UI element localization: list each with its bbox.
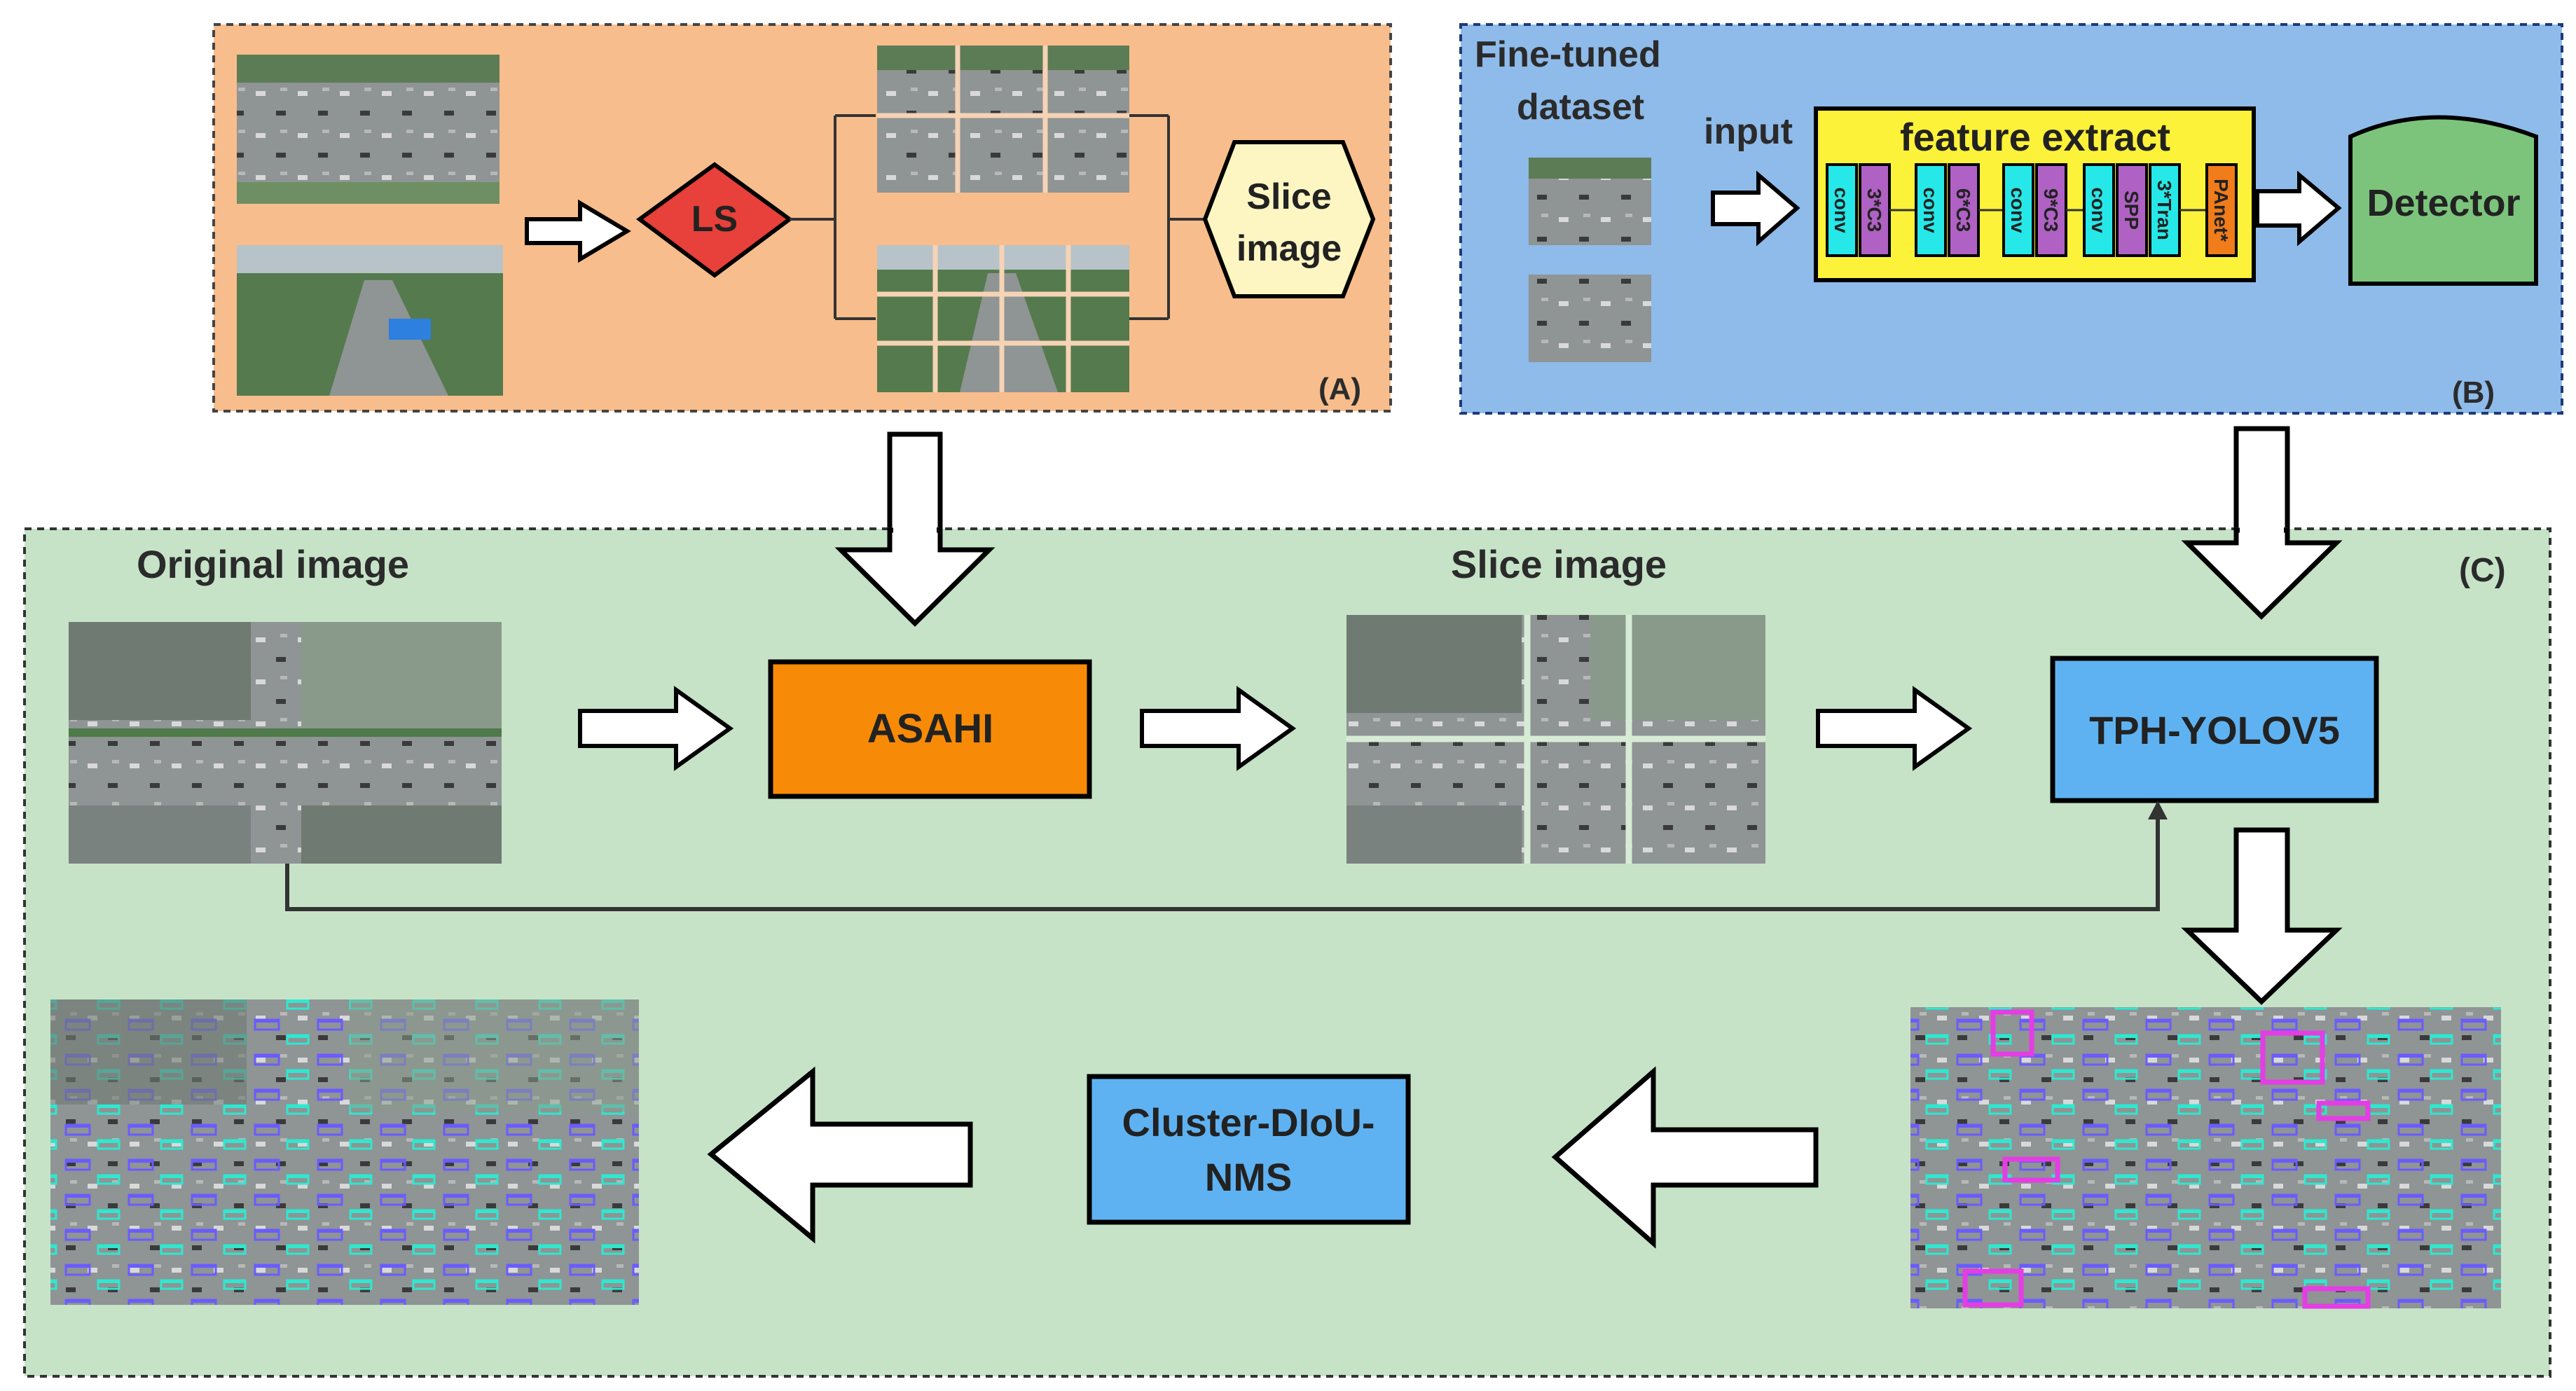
panel-a: LS [212,23,1392,413]
block-spp-label: SPP [2121,191,2142,230]
detector-label: Detector [2367,182,2520,224]
panel-b: Fine-tuned dataset input feature extract… [1459,23,2563,415]
tph-yolov5-label: TPH-YOLOV5 [2089,708,2340,752]
dataset-thumbnail-1 [1529,158,1651,245]
arrow-to-tph [1816,686,1973,771]
arrow-to-cluster [1551,1066,1819,1249]
fine-tuned-title-line1: Fine-tuned [1475,34,1661,75]
block-6c3 [1948,163,1980,257]
ls-branch-connectors [790,114,1204,320]
detector-shape [2348,115,2538,286]
arrow-to-final-result [707,1066,973,1244]
feature-blocks: conv 3*C3 conv 6*C3 conv 9*C3 conv SPP 3… [1826,163,2238,257]
arrow-to-slice-image [1140,686,1297,771]
tph-yolov5-box [2050,656,2379,803]
arrow-tph-down [2181,827,2343,1005]
cluster-diou-nms-box [1087,1074,1411,1225]
block-9c3-label: 9*C3 [2040,188,2062,232]
input-label: input [1704,111,1793,152]
arrow-to-asahi [578,686,734,771]
block-9c3 [2035,163,2067,257]
original-to-tph-connector [285,807,2160,911]
sliced-photo-grid-3x3 [877,245,1129,392]
cluster-label-line1: Cluster-DIoU- [1122,1100,1375,1144]
arrow-to-detector [2255,170,2342,247]
detection-result-image [1910,1007,2501,1309]
arrow-a-join [893,527,937,534]
arrow-to-feature-extract [1711,170,1800,247]
original-aerial-image [69,622,502,864]
block-3tran [2149,163,2181,257]
panel-b-tag: (B) [2452,375,2495,410]
sliced-photo-grid-2x2 [877,46,1129,193]
input-photo-highway [237,245,503,396]
block-conv-2-label: conv [1920,187,1941,233]
sliced-aerial-image [1346,615,1765,864]
slice-hex-label-line1: Slice [1246,177,1331,217]
block-3c3-label: 3*C3 [1864,188,1885,232]
feature-extract-title: feature extract [1900,115,2170,159]
slice-image-label: Slice image [1451,542,1667,586]
block-conv-4-label: conv [2088,187,2109,233]
block-conv-2 [1915,163,1947,257]
arrow-a-to-c-head [834,527,996,627]
slice-image-hexagon [1202,140,1376,298]
panel-c-tag: (C) [2459,552,2506,589]
cluster-label-line2: NMS [1205,1155,1292,1199]
block-conv-3-label: conv [2007,187,2029,233]
dataset-thumbnail-2 [1529,275,1651,362]
block-3tran-label: 3*Tran [2154,180,2175,240]
block-3c3 [1859,163,1891,257]
block-conv-3 [2002,163,2034,257]
asahi-box [768,659,1092,799]
block-conv-1-label: conv [1831,187,1852,233]
arrow-b-join [2240,527,2284,534]
block-spp [2116,163,2148,257]
slice-hex-label-line2: image [1237,228,1342,269]
block-conv-1 [1826,163,1858,257]
final-detection-image [50,999,639,1305]
block-panet [2205,163,2238,257]
block-conv-4 [2083,163,2115,257]
original-image-label: Original image [137,542,409,586]
arrow-to-ls [525,199,631,263]
panel-c: Original image Slice image (C) ASAHI [23,527,2551,1378]
ls-diamond [635,162,794,278]
ls-label: LS [691,199,738,240]
input-photo-intersection [237,55,500,204]
asahi-label: ASAHI [867,706,993,752]
fine-tuned-title-line2: dataset [1517,87,1644,127]
original-to-tph-arrowhead [2148,801,2168,819]
block-6c3-label: 6*C3 [1952,188,1974,232]
arrow-b-to-c-head [2181,527,2343,620]
block-panet-label: PAnet* [2210,179,2232,242]
panel-a-tag: (A) [1318,372,1361,406]
